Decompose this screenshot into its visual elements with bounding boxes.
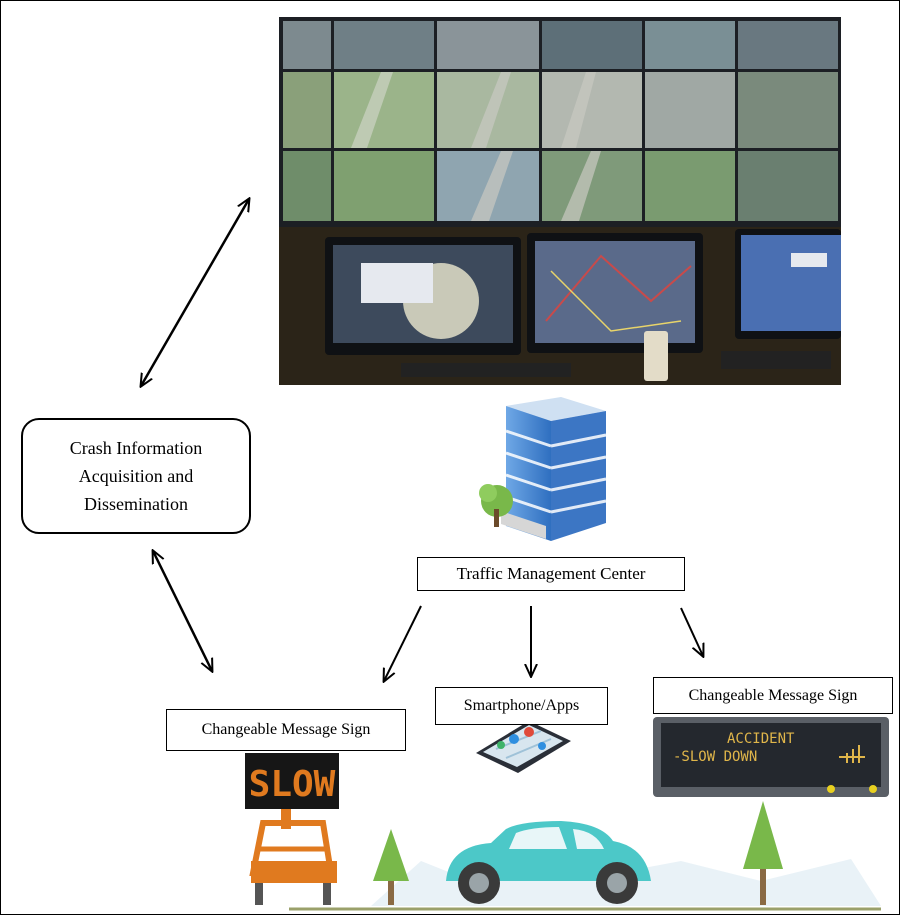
smartphone-apps-label: Smartphone/Apps bbox=[435, 687, 608, 725]
portable-sign-text: SLOW bbox=[249, 764, 336, 805]
overhead-sign-line-1: ACCIDENT bbox=[727, 731, 795, 747]
tree-icon bbox=[743, 801, 783, 869]
overhead-sign-line-2: -SLOW DOWN bbox=[673, 749, 757, 765]
crash-box-line-3: Dissemination bbox=[84, 494, 188, 514]
changeable-message-sign-right-label: Changeable Message Sign bbox=[653, 677, 893, 714]
control-room-photo bbox=[279, 17, 841, 385]
video-wall bbox=[283, 21, 838, 221]
overhead-message-sign: ACCIDENT -SLOW DOWN bbox=[653, 717, 889, 797]
changeable-message-sign-left-label: Changeable Message Sign bbox=[166, 709, 406, 751]
arrow-crash-to-sign bbox=[153, 551, 212, 671]
tree-icon bbox=[373, 829, 409, 881]
crash-box-line-2: Acquisition and bbox=[78, 466, 194, 486]
desk-monitors bbox=[325, 229, 841, 381]
arrow-crash-to-photo bbox=[141, 199, 249, 386]
smartphone-map-icon bbox=[476, 721, 571, 773]
crash-box-line-1: Crash Information bbox=[69, 438, 203, 458]
street-scene bbox=[289, 801, 881, 911]
car-icon bbox=[446, 821, 651, 904]
portable-message-sign: SLOW bbox=[245, 753, 339, 905]
arrow-tmc-to-left-sign bbox=[384, 605, 422, 681]
crash-information-box: Crash Information Acquisition and Dissem… bbox=[21, 418, 251, 534]
arrow-tmc-to-right-sign bbox=[680, 607, 703, 656]
traffic-management-center-label: Traffic Management Center bbox=[417, 557, 685, 591]
traffic-management-building-icon bbox=[479, 397, 607, 541]
